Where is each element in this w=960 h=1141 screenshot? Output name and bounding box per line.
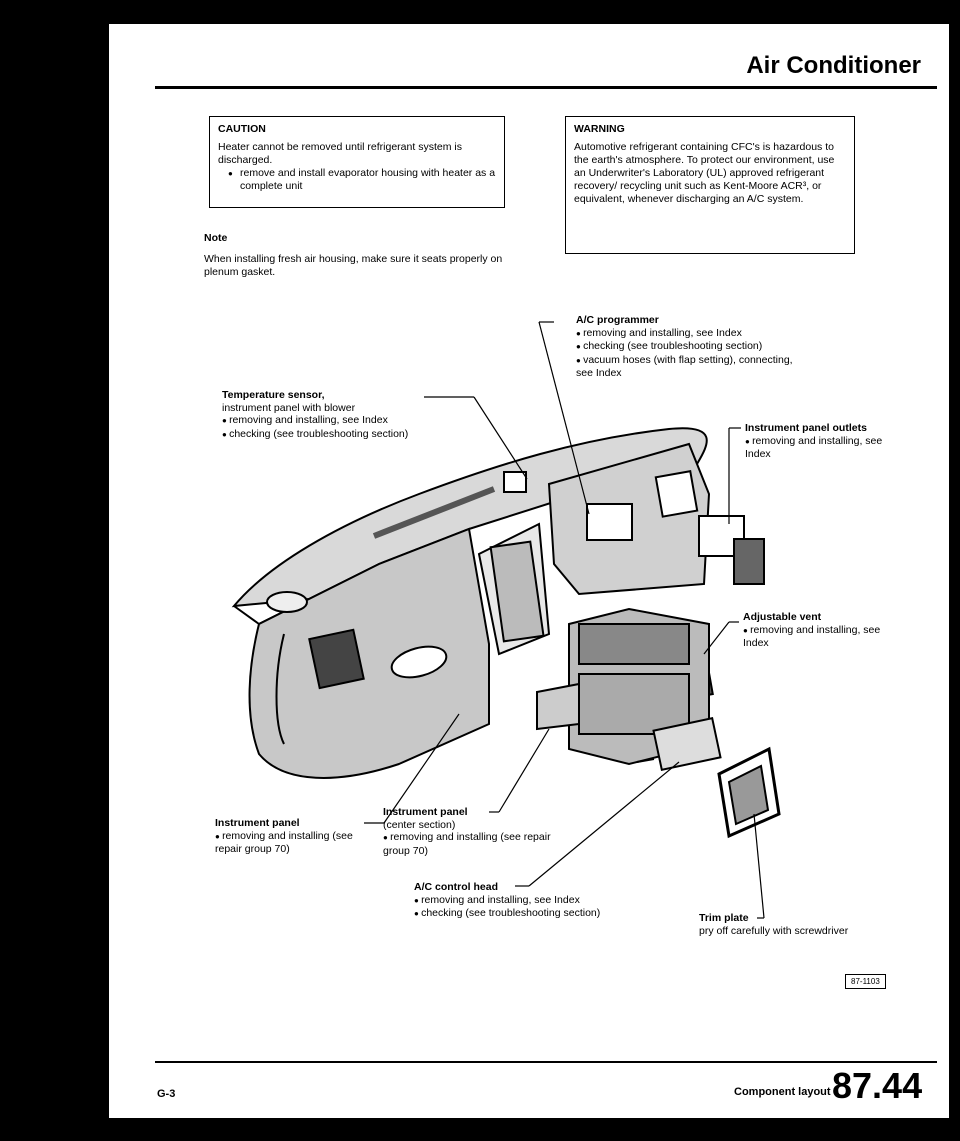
caution-text: Heater cannot be removed until refrigera… [218, 141, 462, 166]
note-block: Note When installing fresh air housing, … [204, 232, 504, 279]
footer-rule [155, 1061, 937, 1063]
page-number: 87.44 [832, 1065, 923, 1106]
trim-plate-label: Trim plate pry off carefully with screwd… [699, 912, 849, 937]
ac-programmer-label: A/C programmer removing and installing, … [576, 314, 806, 380]
instrument-panel-label: Instrument panel removing and installing… [215, 817, 375, 856]
temperature-sensor-label: Temperature sensor, instrument panel wit… [222, 389, 408, 441]
caution-box: CAUTION Heater cannot be removed until r… [209, 116, 505, 208]
note-text: When installing fresh air housing, make … [204, 253, 503, 278]
caution-bullet: remove and install evaporator housing wi… [228, 167, 496, 193]
caution-heading: CAUTION [218, 123, 266, 135]
manual-page: Air Conditioner CAUTION Heater cannot be… [109, 24, 949, 1118]
warning-box: WARNING Automotive refrigerant containin… [565, 116, 855, 254]
warning-text: Automotive refrigerant containing CFC's … [574, 141, 835, 205]
ac-control-head-label: A/C control head removing and installing… [414, 881, 600, 921]
footer-section: Component layout [734, 1086, 831, 1098]
adjustable-vent-label: Adjustable vent removing and installing,… [743, 611, 893, 650]
dashboard-diagram [231, 321, 781, 919]
page-title: Air Conditioner [746, 52, 921, 79]
warning-heading: WARNING [574, 123, 625, 135]
instrument-panel-outlets-label: Instrument panel outlets removing and in… [745, 422, 895, 461]
figure-number: 87-1103 [845, 974, 886, 989]
instrument-panel-center-label: Instrument panel (center section) removi… [383, 806, 553, 857]
header-rule [155, 86, 937, 89]
footer-left: G-3 [157, 1088, 176, 1100]
note-heading: Note [204, 232, 228, 244]
